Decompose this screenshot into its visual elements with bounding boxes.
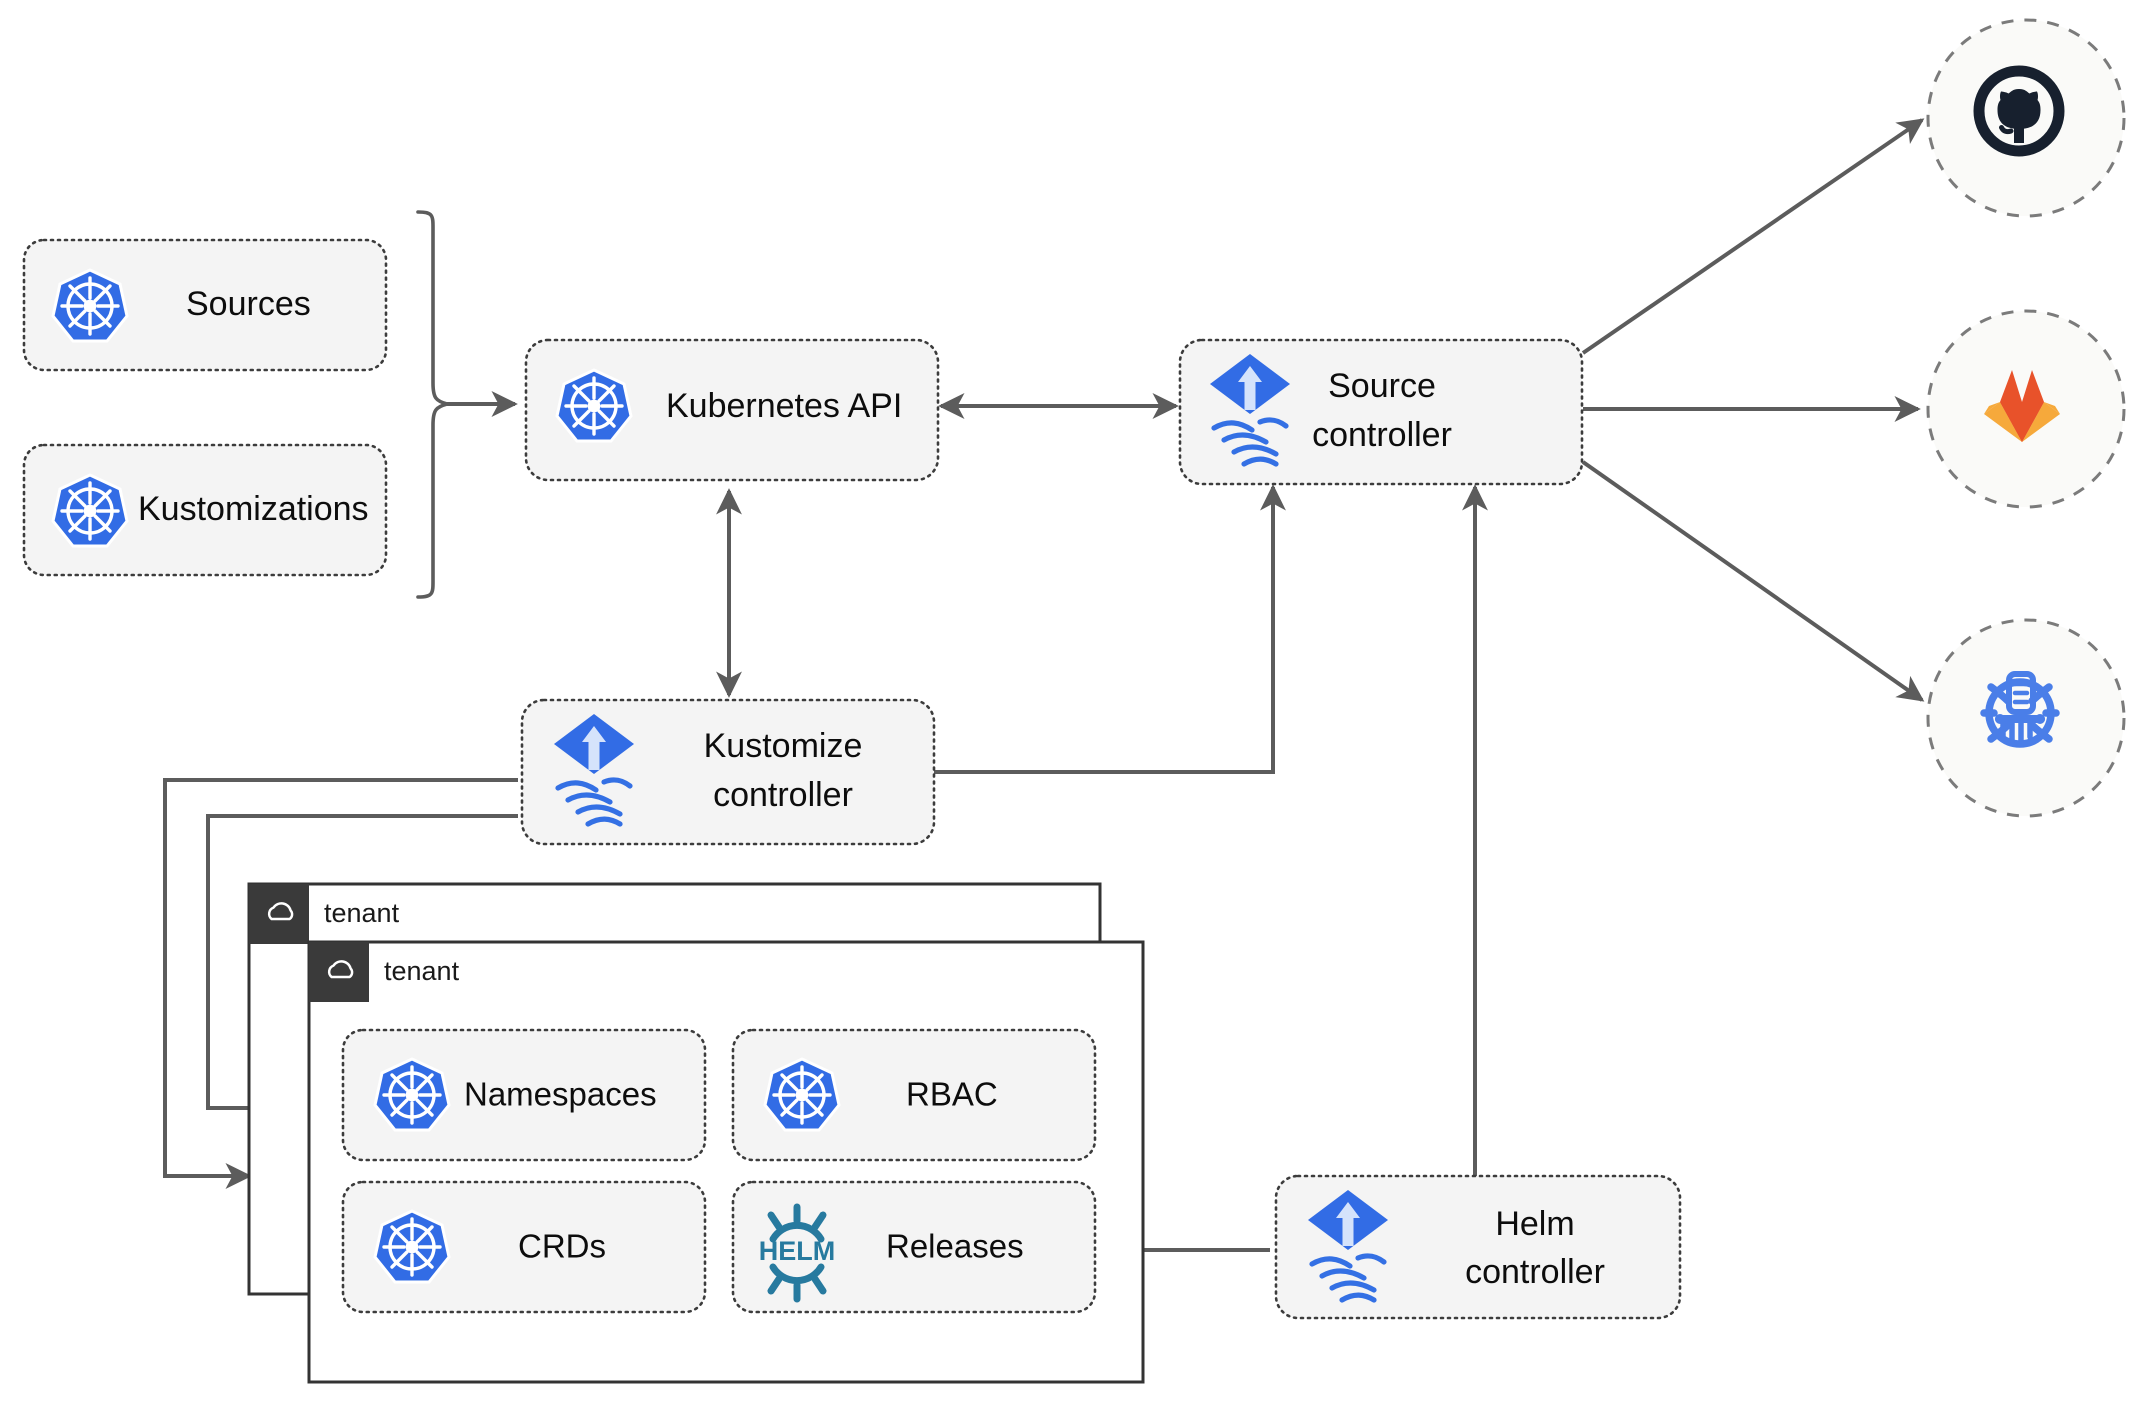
node-source-controller-label-line2: controller (1312, 416, 1452, 454)
node-kustomizations-label: Kustomizations (138, 490, 369, 528)
node-releases-label: Releases (886, 1228, 1024, 1265)
node-helm-controller-label-line2: controller (1465, 1253, 1605, 1291)
edge-source-controller-to-harbor (1581, 460, 1925, 702)
edge-kustomize-controller-to-tenant-back (163, 778, 518, 1189)
cloud-icon (267, 902, 294, 921)
node-kustomize-controller-label-line2: controller (713, 776, 853, 814)
node-sources[interactable]: Sources (22, 238, 388, 372)
node-releases[interactable]: Releases (731, 1180, 1097, 1314)
node-rbac[interactable]: RBAC (731, 1028, 1097, 1162)
node-source-controller[interactable]: Source controller (1178, 338, 1584, 486)
provider-github[interactable] (1926, 18, 2126, 218)
node-namespaces-label: Namespaces (464, 1076, 657, 1113)
node-kubernetes-api-label: Kubernetes API (666, 387, 902, 425)
tenant-tab-front (309, 942, 369, 1002)
edge-kustomize-controller-to-source-controller (934, 484, 1286, 774)
provider-harbor[interactable] (1926, 618, 2126, 818)
cloud-icon (327, 960, 354, 979)
edge-source-controller-to-github (1581, 118, 1925, 355)
node-sources-label: Sources (186, 285, 311, 323)
node-rbac-label: RBAC (906, 1076, 998, 1113)
tenant-label-back: tenant (324, 898, 400, 928)
tenant-label-front: tenant (384, 956, 460, 986)
node-crds[interactable]: CRDs (341, 1180, 707, 1314)
node-kustomize-controller[interactable]: Kustomize controller (520, 698, 936, 846)
node-source-controller-label-line1: Source (1328, 367, 1436, 405)
node-helm-controller[interactable]: Helm controller (1274, 1174, 1682, 1320)
node-kustomize-controller-label-line1: Kustomize (704, 727, 863, 765)
node-namespaces[interactable]: Namespaces (341, 1028, 707, 1162)
tenant-tab-back (249, 884, 309, 944)
provider-gitlab[interactable] (1926, 309, 2126, 509)
node-kustomizations[interactable]: Kustomizations (22, 443, 388, 577)
node-kubernetes-api[interactable]: Kubernetes API (524, 338, 940, 482)
node-crds-label: CRDs (518, 1228, 606, 1265)
node-helm-controller-label-line1: Helm (1495, 1205, 1574, 1243)
